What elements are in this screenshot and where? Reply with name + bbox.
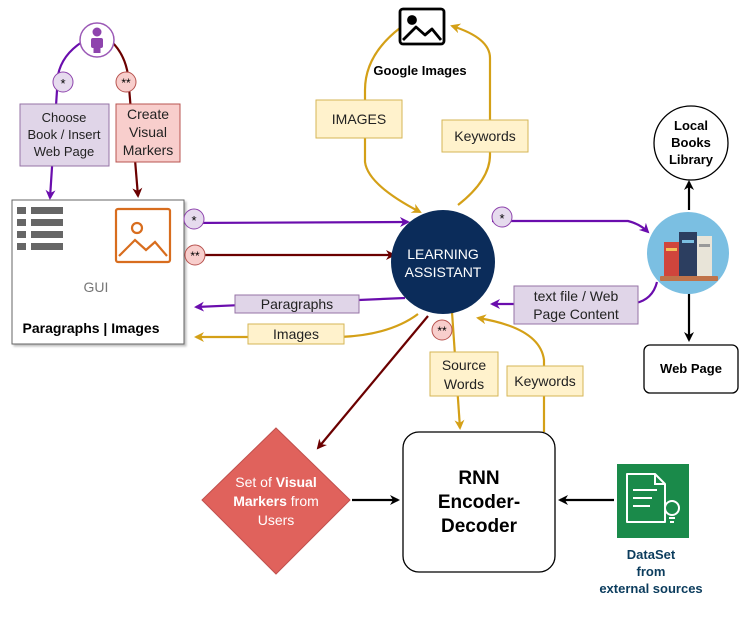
marker-double-text: ** — [190, 249, 200, 263]
svg-text:Images: Images — [273, 326, 319, 342]
marker-single-assistant: * — [491, 206, 513, 228]
library-line: Books — [671, 135, 711, 150]
svg-text:Keywords: Keywords — [454, 128, 515, 144]
rnn-node: RNN Encoder- Decoder — [402, 431, 556, 573]
arrow-assistant-to-visual-markers — [316, 315, 429, 450]
books-icon — [660, 232, 718, 281]
visual-markers-text: Users — [258, 512, 295, 528]
visual-markers-text: Set of — [235, 474, 275, 490]
label-keywords-down: Keywords — [506, 365, 584, 397]
label-line: Choose — [42, 110, 87, 125]
gui-caption: Paragraphs | Images — [23, 320, 160, 336]
marker-double-assistant: ** — [431, 319, 453, 341]
marker-single-text: * — [499, 211, 504, 226]
marker-double-user: ** — [115, 71, 137, 93]
image-icon — [114, 207, 172, 264]
local-library-node: Local Books Library — [653, 105, 729, 181]
label-line: Markers — [123, 142, 174, 158]
svg-text:Keywords: Keywords — [514, 373, 575, 389]
marker-double-gui: ** — [184, 244, 206, 266]
rnn-line: Encoder- — [438, 492, 520, 513]
library-line: Local — [674, 118, 708, 133]
visual-markers-line: Markers from — [233, 493, 319, 509]
dataset-line: from — [637, 564, 666, 579]
marker-single-text: * — [191, 213, 196, 228]
label-images-out: Images — [247, 323, 345, 345]
gui-box: GUI Paragraphs | Images — [11, 199, 185, 345]
svg-text:Paragraphs: Paragraphs — [261, 296, 333, 312]
label-line: Book / Insert — [28, 127, 101, 142]
marker-single-text: * — [60, 76, 65, 91]
person-icon — [91, 27, 103, 53]
assistant-line: ASSISTANT — [405, 264, 482, 280]
arrow-assistant-to-books — [492, 219, 650, 234]
svg-text:text file / Web: text file / Web — [534, 288, 619, 304]
web-page-label: Web Page — [660, 361, 722, 376]
visual-markers-text: from — [287, 493, 319, 509]
google-images-label: Google Images — [373, 63, 466, 78]
marker-double-text: ** — [437, 324, 447, 338]
books-node — [647, 212, 729, 294]
user-node — [79, 22, 115, 58]
svg-text:Source: Source — [442, 357, 487, 373]
svg-text:Page Content: Page Content — [533, 306, 619, 322]
label-line: Visual — [129, 124, 167, 140]
visual-markers-node: Set of Visual Markers from Users — [201, 427, 351, 575]
label-choose-book: Choose Book / Insert Web Page — [19, 103, 110, 167]
marker-single-user: * — [52, 71, 74, 93]
google-images-node: Google Images — [373, 7, 467, 78]
dataset-icon — [626, 473, 680, 523]
label-images-up: IMAGES — [315, 99, 403, 139]
svg-text:IMAGES: IMAGES — [332, 111, 386, 127]
dataset-line: external sources — [599, 581, 702, 596]
picture-icon — [398, 7, 446, 46]
svg-text:Words: Words — [444, 376, 484, 392]
arrow-rnn-to-assistant — [476, 314, 546, 432]
marker-double-text: ** — [121, 76, 131, 90]
learning-assistant-node: LEARNING ASSISTANT — [391, 210, 495, 314]
arrow-gui-to-assistant-purple — [182, 217, 410, 228]
visual-markers-text: Markers — [233, 493, 287, 509]
rnn-line: Decoder — [441, 516, 518, 537]
web-page-node: Web Page — [643, 344, 739, 394]
label-create-visual-markers: Create Visual Markers — [115, 103, 181, 163]
label-line: Create — [127, 106, 169, 122]
label-source-words: Source Words — [429, 351, 499, 397]
dataset-node: DataSet from external sources — [599, 464, 703, 596]
gui-title: GUI — [84, 279, 109, 295]
library-line: Library — [669, 152, 714, 167]
arrow-assistant-to-google — [450, 23, 492, 206]
visual-markers-line: Set of Visual — [235, 474, 316, 490]
label-keywords-up: Keywords — [441, 119, 529, 153]
visual-markers-line: Users — [258, 512, 295, 528]
rnn-line: RNN — [458, 468, 499, 489]
dataset-line: DataSet — [627, 547, 676, 562]
marker-single-gui: * — [183, 208, 205, 230]
label-line: Web Page — [34, 144, 94, 159]
assistant-line: LEARNING — [407, 246, 479, 262]
label-paragraphs: Paragraphs — [234, 294, 360, 314]
visual-markers-text: Visual — [276, 474, 317, 490]
label-text-file: text file / Web Page Content — [513, 285, 639, 325]
list-icon — [17, 207, 63, 250]
